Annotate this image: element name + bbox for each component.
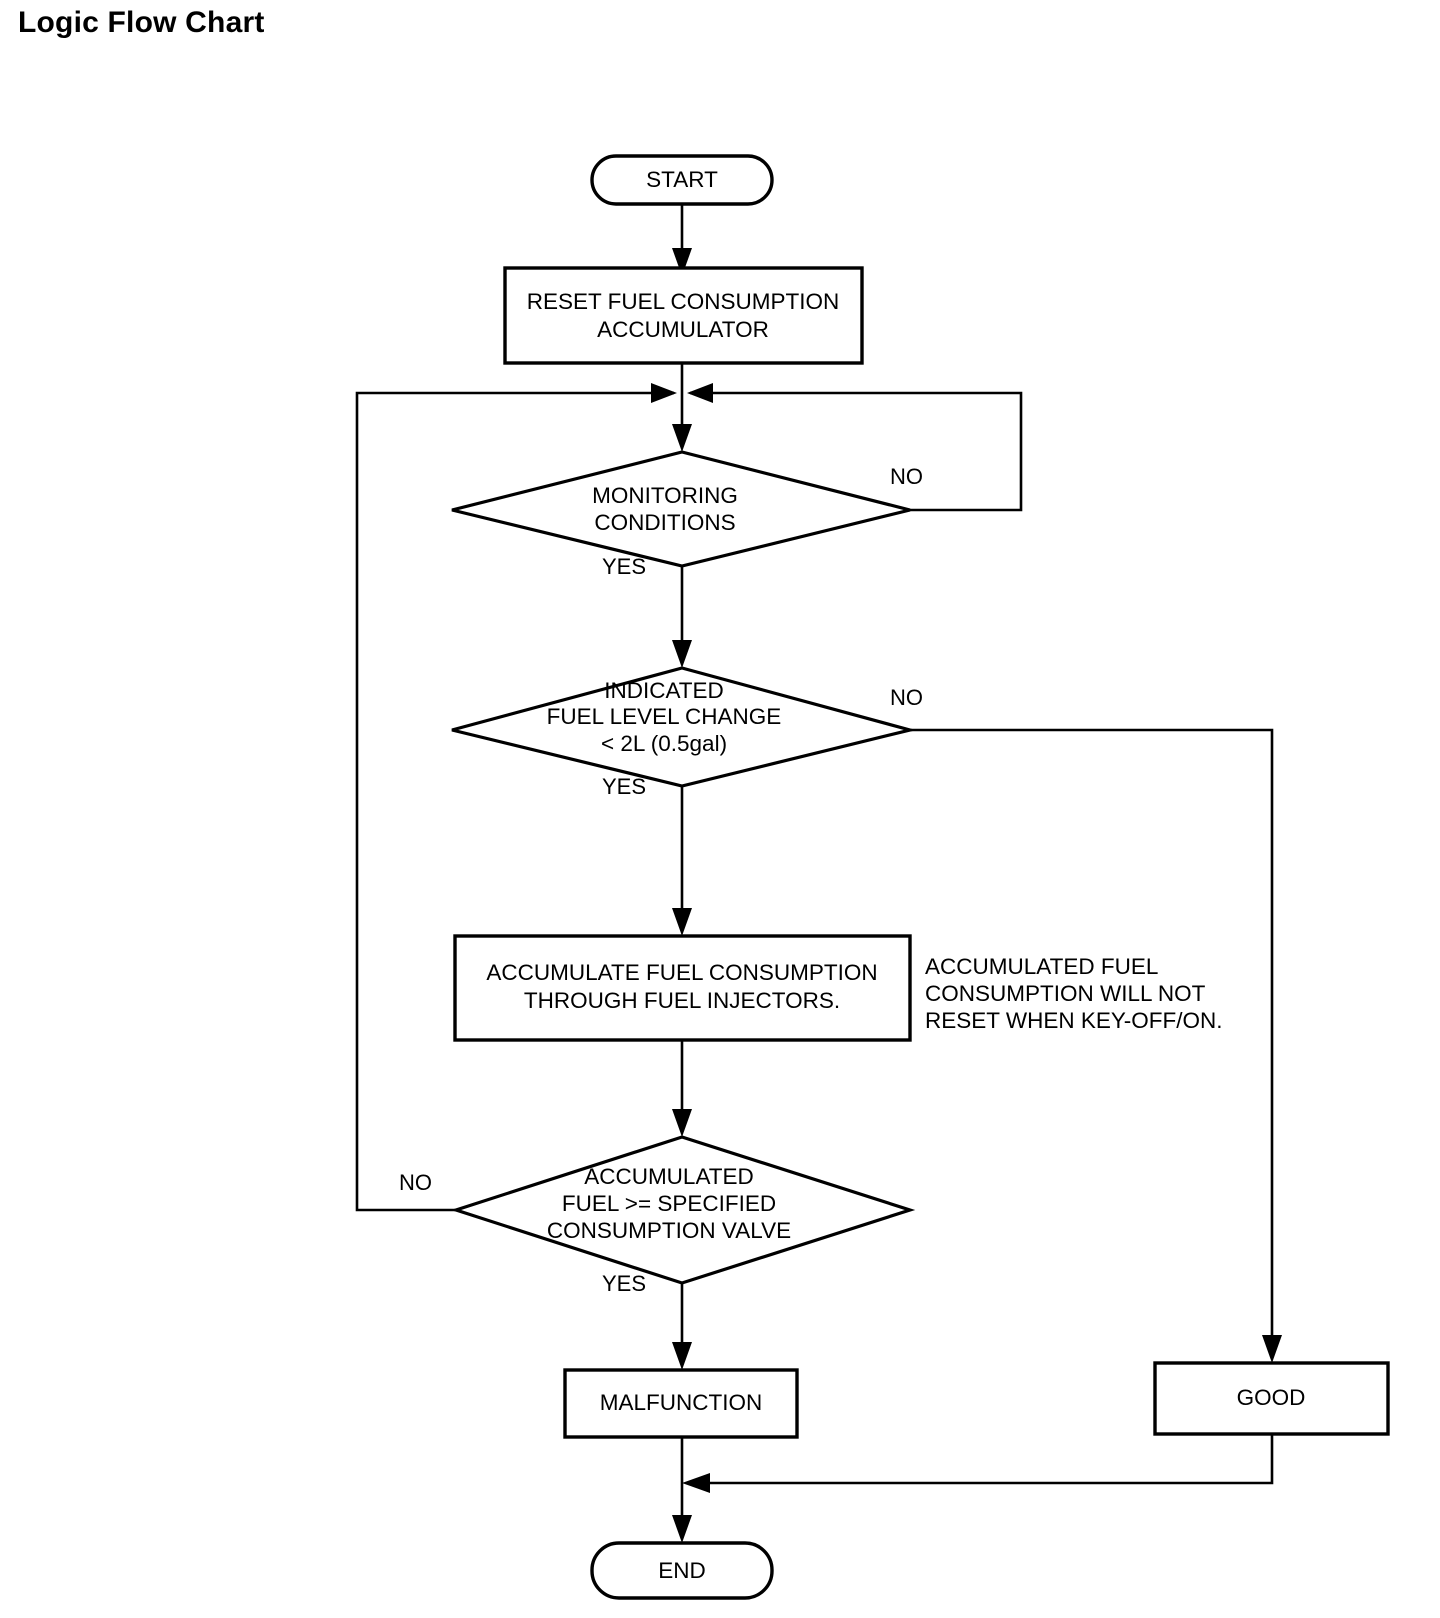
node-malfunction[interactable]: MALFUNCTION: [563, 1368, 799, 1439]
node-accumulated-label-line3: CONSUMPTION VALVE: [547, 1218, 791, 1243]
node-end-label: END: [658, 1558, 706, 1583]
node-accumulate-fuel-consumption[interactable]: ACCUMULATE FUEL CONSUMPTION THROUGH FUEL…: [453, 934, 912, 1042]
branch-label-monitoring-yes: YES: [602, 554, 646, 579]
node-fuel-level-label-line3: < 2L (0.5gal): [601, 731, 727, 756]
node-accumulated-label-line2: FUEL >= SPECIFIED: [562, 1191, 776, 1216]
annotation-line2: CONSUMPTION WILL NOT: [925, 981, 1206, 1006]
node-good[interactable]: GOOD: [1153, 1361, 1390, 1436]
node-end[interactable]: END: [590, 1541, 774, 1600]
edge-monitoring-yes-to-fuel-level: [672, 566, 692, 668]
node-start[interactable]: START: [590, 154, 774, 206]
edge-good-to-end-merge: [682, 1434, 1274, 1493]
node-monitoring-label-line2: CONDITIONS: [594, 510, 735, 535]
annotation-accumulated-fuel-note: ACCUMULATED FUEL CONSUMPTION WILL NOT RE…: [925, 954, 1223, 1033]
node-monitoring-conditions[interactable]: MONITORING CONDITIONS: [451, 450, 911, 568]
node-monitoring-label-line1: MONITORING: [592, 483, 738, 508]
node-accumulate-label-line1: ACCUMULATE FUEL CONSUMPTION: [486, 960, 877, 985]
node-indicated-fuel-level-change[interactable]: INDICATED FUEL LEVEL CHANGE < 2L (0.5gal…: [451, 666, 917, 788]
branch-label-fuel-level-no: NO: [890, 685, 923, 710]
branch-label-monitoring-no: NO: [890, 464, 923, 489]
node-reset-label-line2: ACCUMULATOR: [597, 317, 769, 342]
node-fuel-level-label-line1: INDICATED: [604, 678, 724, 703]
edge-fuel-level-no-to-good: [910, 728, 1282, 1363]
node-accumulate-label-line2: THROUGH FUEL INJECTORS.: [524, 988, 840, 1013]
node-malfunction-label: MALFUNCTION: [600, 1390, 763, 1415]
branch-label-accumulated-yes: YES: [602, 1271, 646, 1296]
node-reset-fuel-consumption-accumulator[interactable]: RESET FUEL CONSUMPTION ACCUMULATOR: [503, 266, 864, 365]
annotation-line3: RESET WHEN KEY-OFF/ON.: [925, 1008, 1223, 1033]
edge-accumulate-to-accumulated-check: [672, 1040, 692, 1137]
node-reset-label-line1: RESET FUEL CONSUMPTION: [527, 289, 840, 314]
node-accumulated-label-line1: ACCUMULATED: [584, 1164, 754, 1189]
edge-start-to-reset: [672, 203, 692, 276]
edge-monitoring-no-loopback: [690, 391, 1023, 512]
edge-fuel-level-yes-to-accumulate: [672, 786, 692, 936]
annotation-line1: ACCUMULATED FUEL: [925, 954, 1158, 979]
edge-malfunction-to-end: [672, 1437, 692, 1543]
node-accumulated-fuel-check[interactable]: ACCUMULATED FUEL >= SPECIFIED CONSUMPTIO…: [450, 1135, 916, 1285]
node-good-label: GOOD: [1237, 1385, 1306, 1410]
edge-accumulated-yes-to-malfunction: [672, 1283, 692, 1370]
node-start-label: START: [646, 167, 718, 192]
page-title: Logic Flow Chart: [18, 6, 265, 39]
edge-junction-to-monitoring: [672, 424, 692, 452]
node-fuel-level-label-line2: FUEL LEVEL CHANGE: [547, 704, 782, 729]
branch-label-accumulated-no: NO: [399, 1170, 432, 1195]
edge-accumulated-no-loopback: [355, 391, 674, 1212]
branch-label-fuel-level-yes: YES: [602, 774, 646, 799]
